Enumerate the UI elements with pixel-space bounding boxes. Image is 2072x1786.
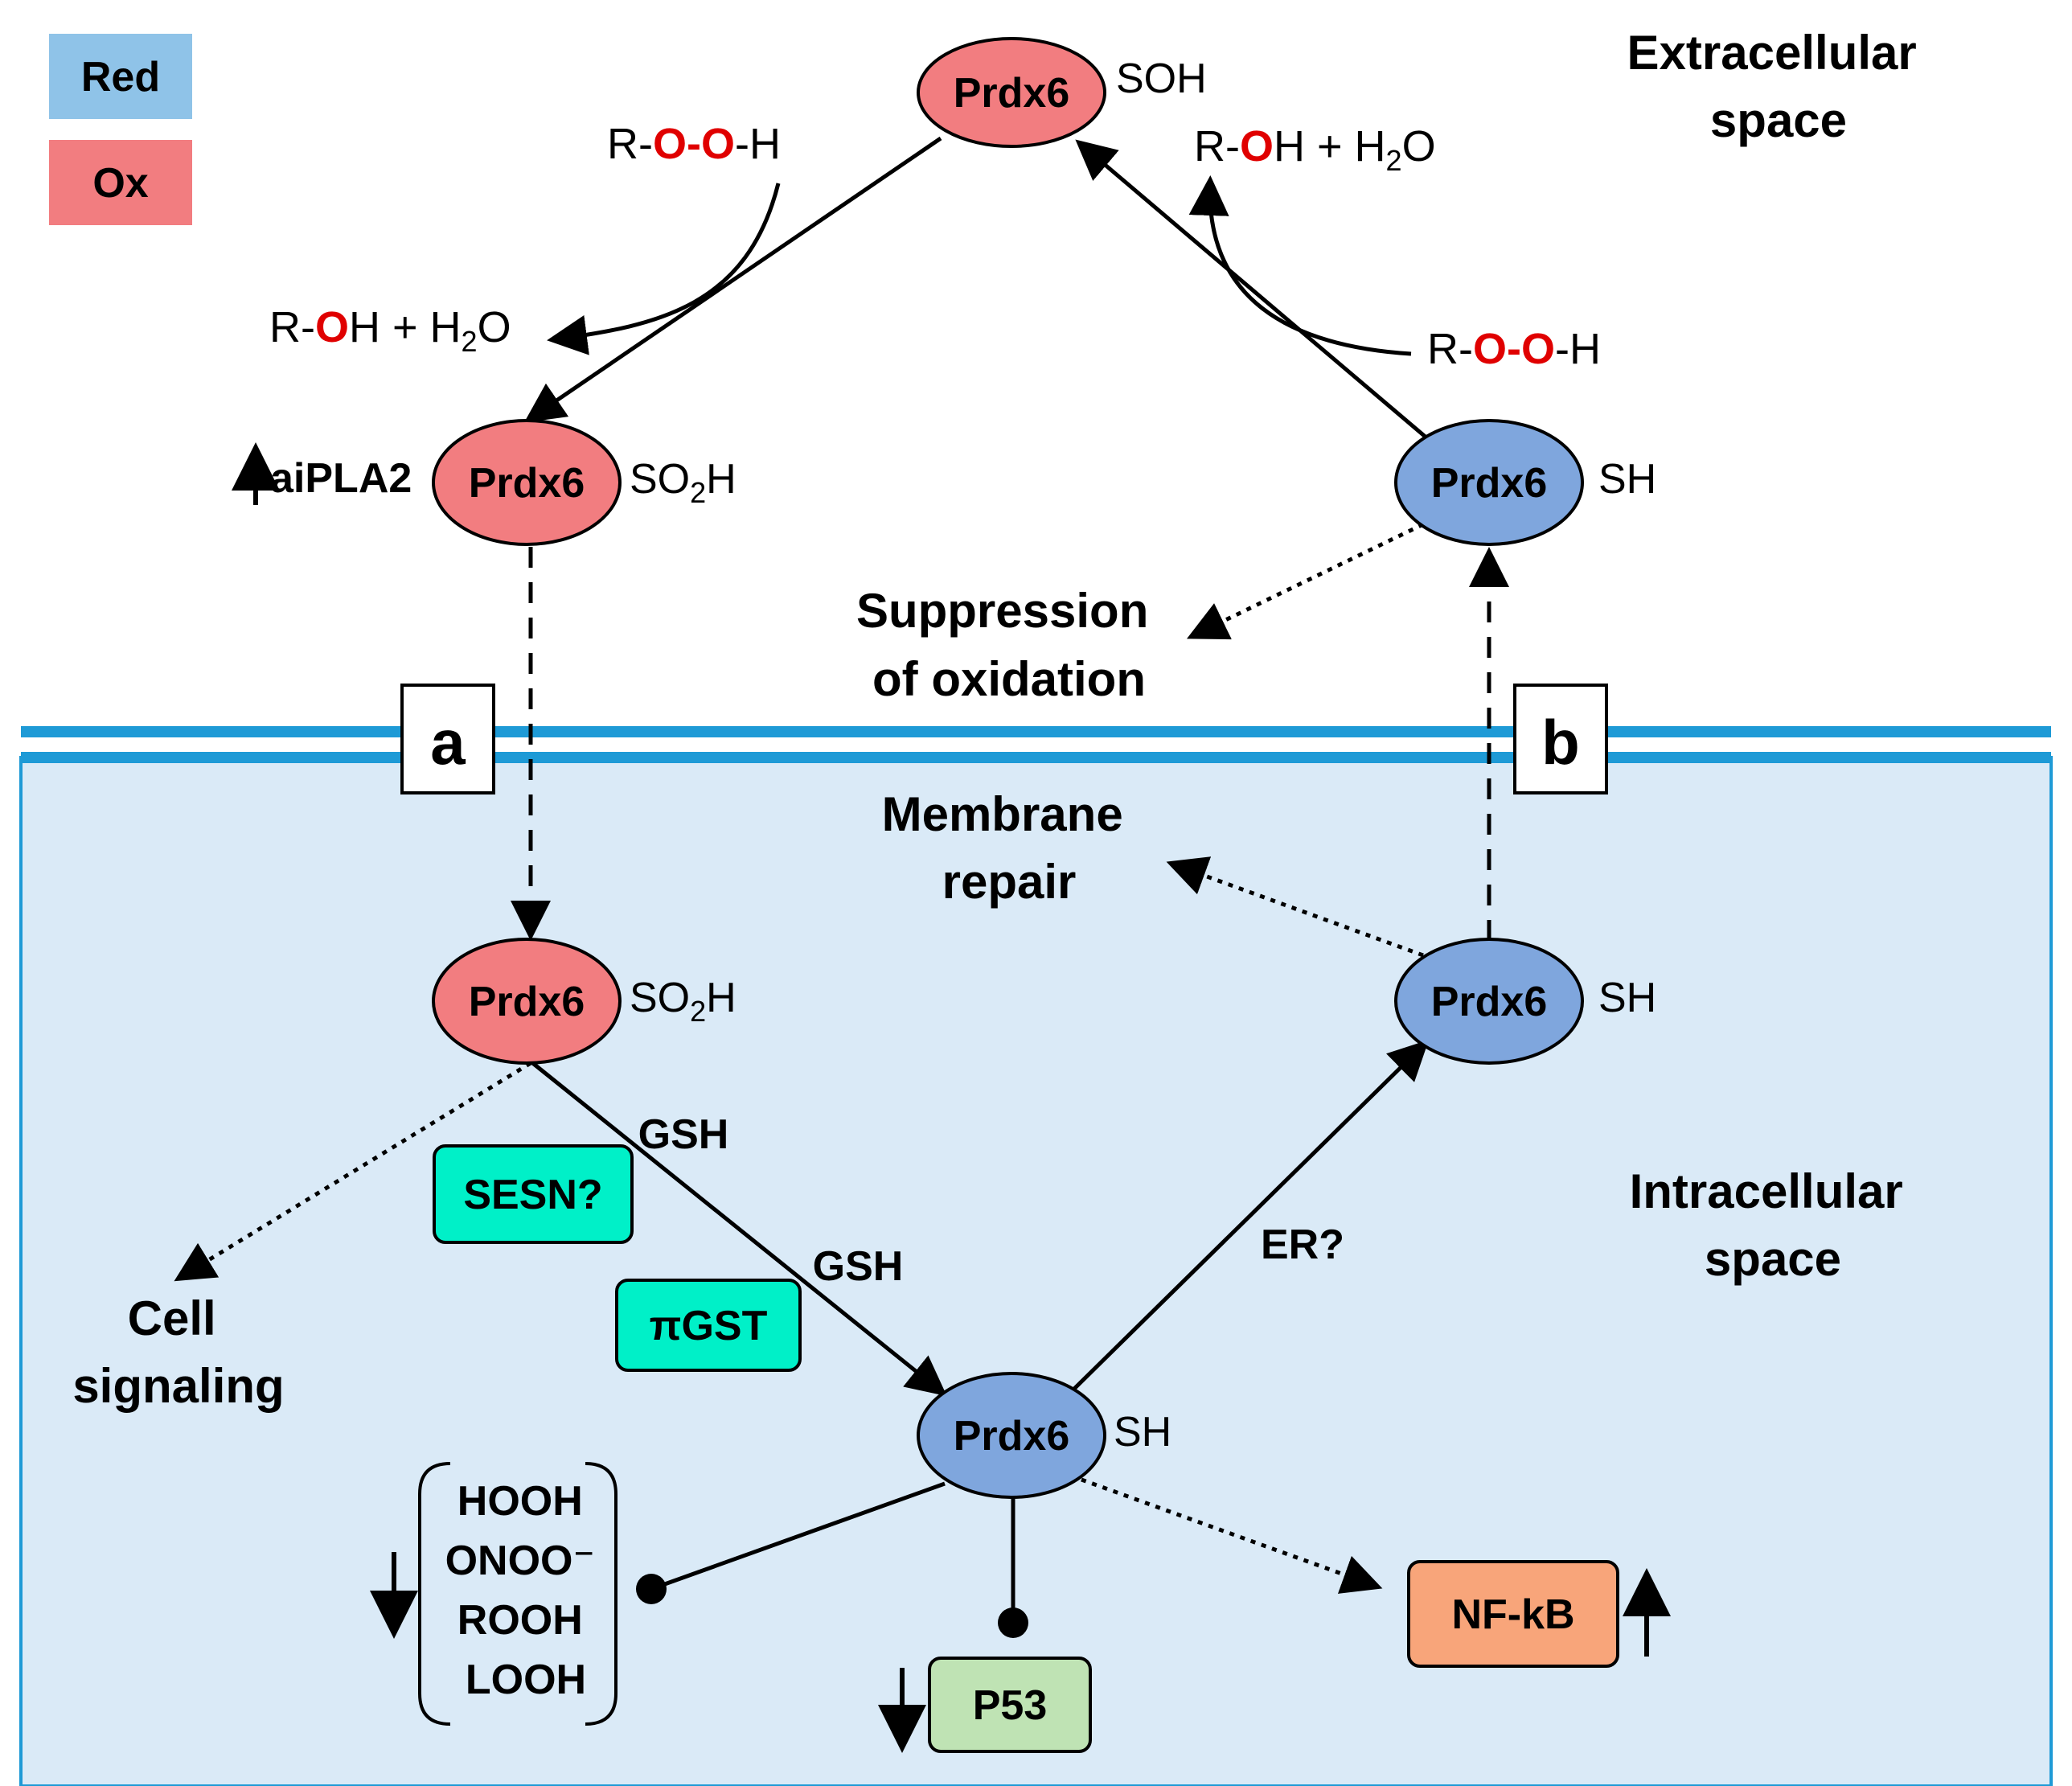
pigst-label: πGST xyxy=(650,1303,768,1349)
inhibit-p53-dot xyxy=(998,1607,1028,1638)
ros-item: ROOH xyxy=(457,1597,583,1644)
prdx6-node-bottom xyxy=(917,1372,1106,1499)
intracellular-label: Intracellular space xyxy=(1630,1164,1917,1286)
cell-signaling-label: Cell signaling xyxy=(72,1291,284,1413)
prdx6-node-top-label: Prdx6 xyxy=(954,70,1070,117)
prdx6-node-right-extra-label: Prdx6 xyxy=(1431,460,1548,507)
gsh-label-2: GSH xyxy=(813,1243,904,1290)
inhibit-ros-dot xyxy=(636,1574,667,1604)
p53-box xyxy=(928,1657,1092,1753)
sesn-box xyxy=(433,1144,634,1244)
prdx6-node-left-intra-state: SO2H xyxy=(630,975,736,1028)
pathway-a-label: a xyxy=(430,707,466,778)
prdx6-node-right-extra-state: SH xyxy=(1598,456,1656,503)
prdx6-node-right-intra-label: Prdx6 xyxy=(1431,979,1548,1025)
pathway-b-box xyxy=(1513,684,1608,794)
prdx6-node-left-intra-label: Prdx6 xyxy=(469,979,585,1025)
prdx6-node-left-extra xyxy=(432,419,622,546)
legend-reduced-swatch xyxy=(49,34,192,119)
arrow-peroxide-left-curve xyxy=(547,183,781,355)
prdx6-node-right-extra xyxy=(1394,419,1584,546)
pathway-a-box xyxy=(400,684,495,794)
ros-bracket-right xyxy=(585,1462,617,1726)
suppression-label: Suppression of oxidation xyxy=(856,584,1162,706)
prdx6-node-left-extra-state: SO2H xyxy=(630,456,736,509)
peroxide-right-text: R-O-O-H xyxy=(1427,325,1601,373)
prdx6-node-top xyxy=(917,37,1106,148)
pigst-box xyxy=(615,1279,802,1372)
arrow-suppression xyxy=(1186,522,1425,640)
ros-bracket-left xyxy=(418,1462,451,1726)
p53-label: P53 xyxy=(973,1682,1048,1729)
prdx6-node-top-state: SOH xyxy=(1116,55,1207,102)
prdx6-node-right-intra xyxy=(1394,938,1584,1065)
arrow-right-to-top xyxy=(1075,139,1429,440)
ros-list: HOOH ONOO⁻ ROOH LOOH xyxy=(445,1478,607,1703)
cytoplasm-region xyxy=(19,756,2053,1786)
extracellular-label: Extracellular space xyxy=(1627,26,1930,147)
nfkb-box xyxy=(1407,1560,1619,1668)
legend-oxidized-label: Ox xyxy=(92,160,148,207)
aipla2-label: aiPLA2 xyxy=(270,455,412,502)
nfkb-label: NF-kB xyxy=(1451,1591,1574,1638)
prdx6-node-right-intra-state: SH xyxy=(1598,975,1656,1021)
er-label: ER? xyxy=(1261,1221,1344,1268)
pathway-b-label: b xyxy=(1541,707,1580,778)
peroxide-left-text: R-O-O-H xyxy=(607,120,781,168)
ros-item: LOOH xyxy=(466,1657,586,1703)
prdx6-node-bottom-state: SH xyxy=(1114,1409,1171,1455)
membrane-repair-label: Membrane repair xyxy=(882,787,1137,909)
gsh-label-1: GSH xyxy=(638,1111,729,1158)
arrow-left-intra-to-bottom xyxy=(529,1060,947,1397)
product-right-text: R-OH + H2O xyxy=(1194,122,1436,177)
arrow-top-to-left xyxy=(523,136,942,423)
sesn-label: SESN? xyxy=(463,1172,602,1218)
inhibit-ros-line xyxy=(650,1481,946,1591)
arrow-cell-signaling xyxy=(174,1061,532,1282)
prdx6-node-left-extra-label: Prdx6 xyxy=(469,460,585,507)
ros-item: HOOH xyxy=(457,1478,583,1525)
prdx6-node-bottom-label: Prdx6 xyxy=(954,1413,1070,1460)
arrow-nfkb xyxy=(1081,1477,1383,1594)
prdx6-node-left-intra xyxy=(432,938,622,1065)
ros-item: ONOO⁻ xyxy=(445,1538,595,1584)
arrow-peroxide-right-curve xyxy=(1188,175,1412,356)
legend-oxidized-swatch xyxy=(49,140,192,225)
arrow-bottom-to-right-intra xyxy=(1072,1039,1430,1391)
product-left-text: R-OH + H2O xyxy=(269,303,511,358)
legend-reduced-label: Red xyxy=(81,54,160,101)
